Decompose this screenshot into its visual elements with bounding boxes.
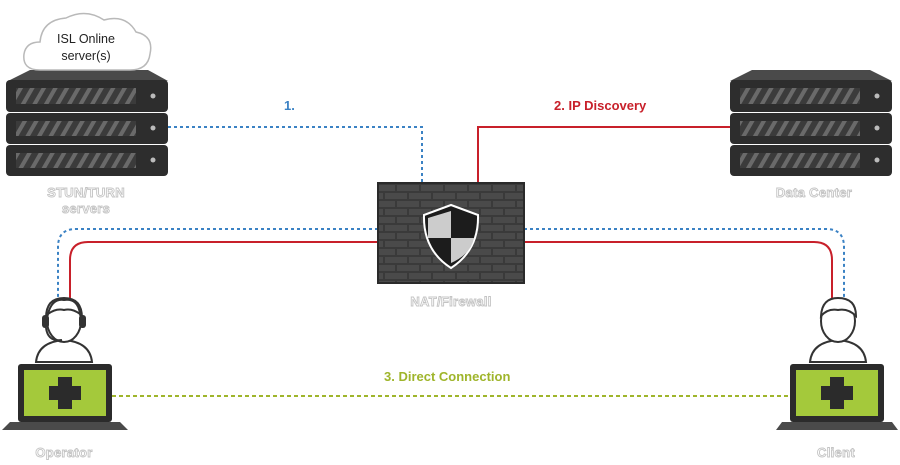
- operator-laptop: [2, 364, 128, 430]
- step2-label: 2. IP Discovery: [554, 98, 647, 113]
- client-stun-line: [524, 228, 845, 298]
- client-discovery-line: [524, 241, 833, 298]
- stun-label-line2: servers: [62, 201, 110, 216]
- client-label: Client: [817, 445, 855, 460]
- operator-label: Operator: [35, 445, 92, 460]
- firewall-label: NAT/Firewall: [410, 294, 491, 309]
- stun-label-line1: STUN/TURN: [47, 185, 125, 200]
- datacenter-label: Data Center: [776, 185, 852, 200]
- client-person-icon: [808, 296, 868, 363]
- stun-to-firewall-line: [168, 126, 423, 183]
- operator-discovery-line: [69, 241, 378, 298]
- step1-label: 1.: [284, 98, 295, 113]
- cloud-line2: server(s): [61, 49, 110, 63]
- stun-server-rack: [6, 70, 168, 176]
- connection-lines: [57, 126, 845, 397]
- step3-label: 3. Direct Connection: [384, 369, 510, 384]
- cloud-icon: ISL Online server(s): [23, 12, 152, 71]
- operator-stun-line: [57, 228, 378, 298]
- datacenter-server-rack: [730, 70, 892, 176]
- cloud-line1: ISL Online: [57, 32, 115, 46]
- firewall-to-datacenter-line: [477, 126, 730, 183]
- operator-headset-icon: [34, 296, 94, 363]
- client-laptop: [776, 364, 898, 430]
- shield-icon: [422, 203, 480, 270]
